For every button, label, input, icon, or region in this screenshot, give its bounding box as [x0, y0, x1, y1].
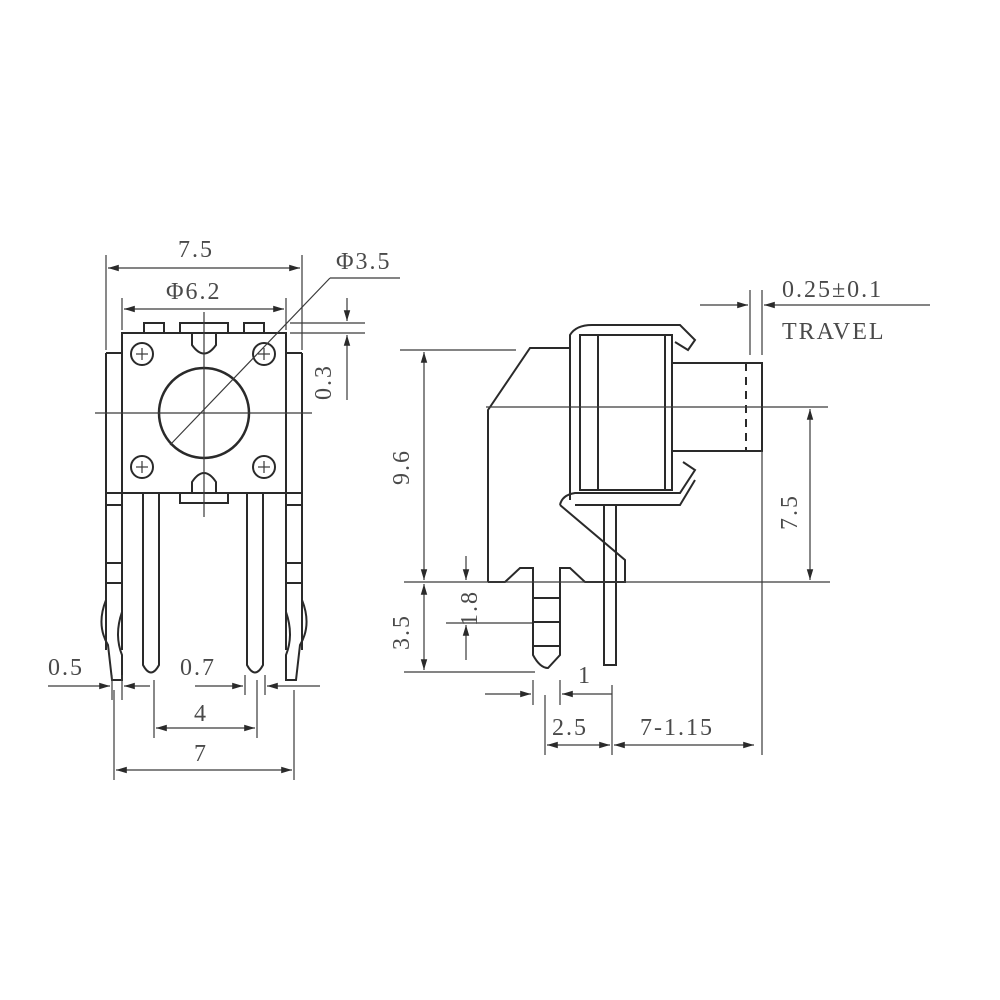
- left-inner-pin: [142, 493, 160, 674]
- dim-actuator-length: 7-1.15: [640, 715, 714, 741]
- left-outer-lead: [100, 599, 123, 681]
- dim-pin-length: 3.5: [389, 614, 415, 650]
- right-inner-pin: [246, 493, 264, 674]
- side-lead: [603, 504, 617, 666]
- dim-outer-pin-pitch: 7: [194, 741, 208, 767]
- dim-inner-pin-pitch: 4: [194, 701, 208, 727]
- dim-actuator-center-height: 7.5: [777, 494, 803, 530]
- dim-overall-height: 9.6: [389, 449, 415, 485]
- dim-tab-height: 0.3: [311, 364, 337, 400]
- dim-lead-width-outer: 0.5: [48, 655, 84, 681]
- side-view: [400, 290, 930, 755]
- dim-pin-spacing: 2.5: [552, 715, 588, 741]
- dim-standoff: 1.8: [457, 590, 483, 626]
- right-outer-lead: [285, 599, 308, 681]
- front-view: [48, 255, 400, 780]
- dim-body-width: 7.5: [178, 237, 214, 263]
- dim-actuator-diameter: Φ3.5: [336, 249, 392, 275]
- dim-travel-label: TRAVEL: [782, 319, 886, 345]
- dim-lead-width-inner: 0.7: [180, 655, 216, 681]
- dim-travel: 0.25±0.1: [782, 277, 884, 303]
- screw-icon: [130, 342, 276, 479]
- dim-pin-offset: 1: [578, 663, 592, 689]
- housing-outline: [487, 347, 570, 582]
- dim-cap-diameter: Φ6.2: [166, 279, 222, 305]
